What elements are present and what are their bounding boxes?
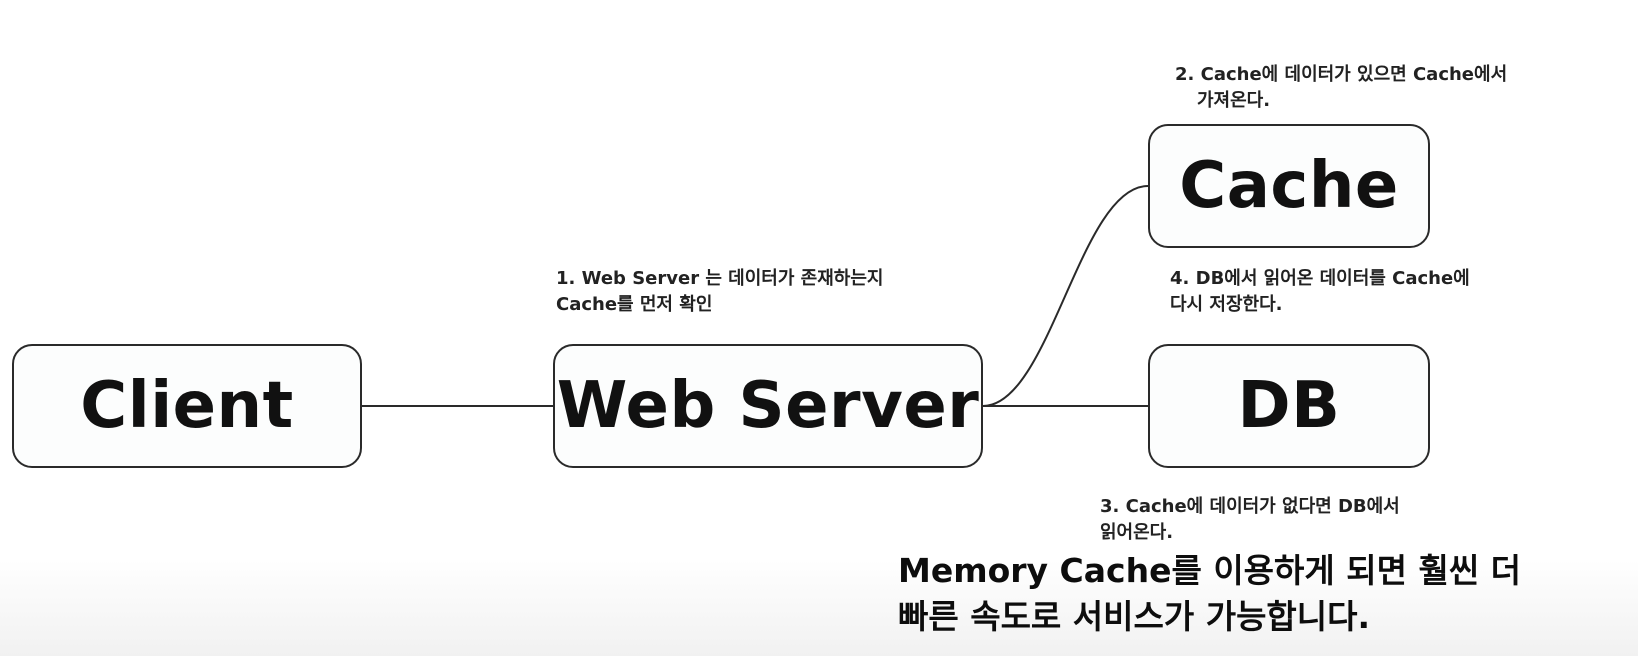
web-server-node: Web Server xyxy=(553,344,983,468)
step-4-note: 4. DB에서 읽어온 데이터를 Cache에 다시 저장한다. xyxy=(1170,266,1470,318)
client-node: Client xyxy=(12,344,362,468)
db-node: DB xyxy=(1148,344,1430,468)
step-4-note-line: 4. DB에서 읽어온 데이터를 Cache에 xyxy=(1170,268,1470,289)
step-3-note: 3. Cache에 데이터가 없다면 DB에서 읽어온다. xyxy=(1100,494,1400,546)
connector-webserver-cache xyxy=(982,185,1149,407)
step-4-note-line: 다시 저장한다. xyxy=(1170,294,1283,315)
cache-node-label: Cache xyxy=(1179,149,1399,223)
step-1-note: 1. Web Server 는 데이터가 존재하는지 Cache를 먼저 확인 xyxy=(556,266,883,318)
subtitle-caption-line: 빠른 속도로 서비스가 가능합니다. xyxy=(898,597,1371,636)
web-server-node-label: Web Server xyxy=(556,369,980,443)
step-1-note-line: 1. Web Server 는 데이터가 존재하는지 xyxy=(556,268,884,289)
client-node-label: Client xyxy=(80,369,294,443)
step-2-note: 2. Cache에 데이터가 있으면 Cache에서 가져온다. xyxy=(1175,62,1507,114)
cache-node: Cache xyxy=(1148,124,1430,248)
db-node-label: DB xyxy=(1237,369,1341,443)
step-3-note-line: 3. Cache에 데이터가 없다면 DB에서 xyxy=(1100,496,1400,517)
step-1-note-line: Cache를 먼저 확인 xyxy=(556,294,713,315)
step-2-note-line: 가져온다. xyxy=(1197,90,1271,111)
step-3-note-line: 읽어온다. xyxy=(1100,522,1174,543)
subtitle-caption-line: Memory Cache를 이용하게 되면 훨씬 더 xyxy=(898,551,1522,590)
bottom-shade xyxy=(0,560,1638,656)
step-2-note-line: 2. Cache에 데이터가 있으면 Cache에서 xyxy=(1175,64,1508,85)
subtitle-caption: Memory Cache를 이용하게 되면 훨씬 더 빠른 속도로 서비스가 가… xyxy=(898,548,1521,640)
